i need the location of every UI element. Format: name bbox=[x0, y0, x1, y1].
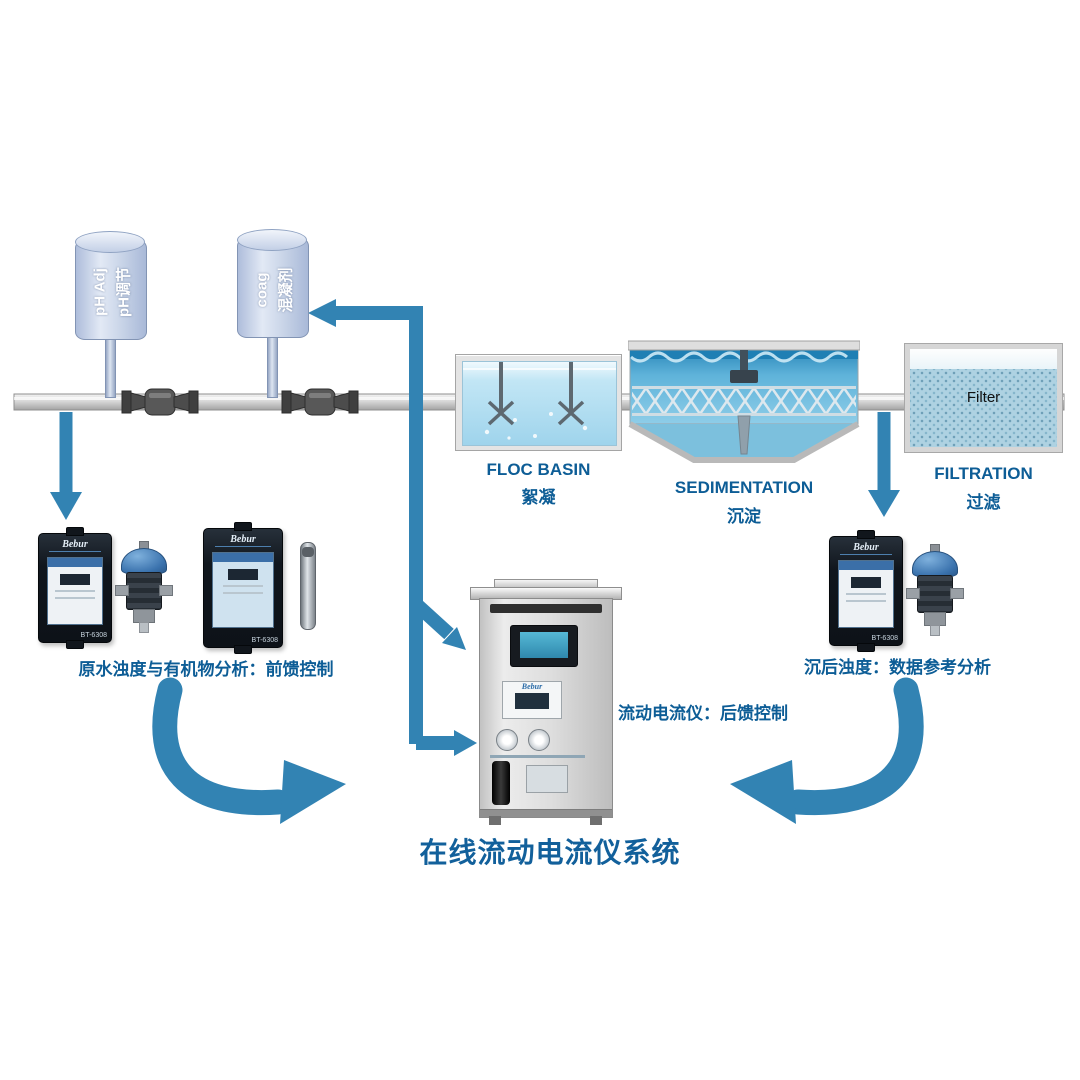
loop-arrow-right bbox=[730, 677, 924, 824]
controller-screen bbox=[47, 557, 103, 625]
diagram-title: 在线流动电流仪系统 bbox=[419, 837, 681, 868]
sedimentation-drive-box bbox=[730, 370, 758, 383]
filtration-label-zh: 过滤 bbox=[966, 493, 1001, 512]
turbidity-sensor-left bbox=[115, 541, 173, 633]
sedimentation-drive-shaft bbox=[740, 350, 748, 376]
sensor-body bbox=[917, 575, 953, 613]
streaming-current-cabinet: Bebur bbox=[479, 598, 613, 818]
ph-dosing-tank: pH Adj pH调节 bbox=[75, 231, 147, 340]
floc-mixers bbox=[463, 362, 616, 440]
controller-screen bbox=[212, 552, 274, 628]
sedimentation-label-en: SEDIMENTATION bbox=[674, 478, 814, 497]
cabinet-display-screen bbox=[520, 632, 568, 658]
model-label: BT-6308 bbox=[80, 632, 107, 639]
caption-feedback: 流动电流仪：后馈控制 bbox=[618, 704, 788, 723]
coag-tank-stem bbox=[267, 336, 278, 398]
coag-tank-label-zh: 混凝剂 bbox=[277, 267, 295, 313]
coag-tank-label-en: coag bbox=[253, 272, 271, 308]
caption-feedforward: 原水浊度与有机物分析：前馈控制 bbox=[78, 660, 334, 679]
mounting-ear bbox=[857, 530, 875, 539]
screen-line bbox=[846, 600, 886, 602]
sample-module bbox=[526, 765, 568, 793]
pipe-valve-right bbox=[281, 388, 359, 416]
sensor-nut bbox=[924, 612, 946, 626]
sensor-fitting-right bbox=[950, 588, 964, 599]
coagulant-dosing-tank: coag 混凝剂 bbox=[237, 229, 309, 338]
sample-arrow-left bbox=[50, 412, 82, 520]
model-label: BT-6308 bbox=[251, 637, 278, 644]
sensor-fitting-right bbox=[159, 585, 173, 596]
sensor-fitting-left bbox=[906, 588, 920, 599]
mounting-ear bbox=[66, 527, 84, 536]
cabinet-controller: Bebur bbox=[502, 681, 562, 719]
ph-tank-stem bbox=[105, 336, 116, 398]
sedimentation-label-zh: 沉淀 bbox=[727, 507, 761, 526]
mounting-ear bbox=[234, 522, 252, 531]
cabinet-leg-right bbox=[590, 816, 602, 825]
cabinet-vent bbox=[490, 604, 602, 613]
mounting-ear bbox=[66, 640, 84, 649]
screen-header bbox=[839, 561, 893, 570]
sensor-tip bbox=[139, 622, 149, 633]
floc-basin bbox=[455, 354, 622, 451]
sensor-tip bbox=[930, 625, 940, 636]
sensor-cap bbox=[912, 551, 958, 577]
feedback-pipe bbox=[308, 299, 477, 756]
screen-line bbox=[223, 592, 263, 594]
model-label: BT-6308 bbox=[871, 635, 898, 642]
pipe-valve-left bbox=[121, 388, 199, 416]
screen-header bbox=[213, 553, 273, 562]
filtration-tank: Filter bbox=[904, 343, 1063, 453]
brand-label: Bebur bbox=[521, 682, 543, 691]
sedimentation-pier bbox=[737, 415, 751, 455]
screen-line bbox=[55, 597, 95, 599]
sedimentation-tank bbox=[628, 340, 860, 463]
brand-label: Bebur bbox=[49, 539, 101, 552]
filter-supernatant bbox=[910, 349, 1057, 369]
tubing bbox=[490, 755, 585, 758]
mounting-ear bbox=[857, 643, 875, 652]
floc-basin-water bbox=[462, 361, 617, 446]
dosing-pump-2 bbox=[528, 729, 550, 751]
brand-label: Bebur bbox=[840, 542, 892, 555]
flow-cell-cylinder bbox=[492, 761, 510, 805]
cabinet-base bbox=[480, 809, 612, 817]
mounting-ear bbox=[234, 645, 252, 654]
sensor-cap bbox=[121, 548, 167, 574]
filter-media-label: Filter bbox=[966, 389, 1001, 406]
screen-reading bbox=[60, 574, 90, 585]
caption-reference: 沉后浊度：数据参考分析 bbox=[804, 658, 991, 677]
brand-label: Bebur bbox=[214, 534, 272, 547]
screen-line bbox=[846, 593, 886, 595]
dosing-pump-1 bbox=[496, 729, 518, 751]
turbidity-sensor-right bbox=[906, 544, 964, 636]
screen-reading bbox=[228, 569, 258, 580]
organics-probe bbox=[300, 542, 316, 630]
filtration-label-en: FILTRATION bbox=[934, 464, 1033, 483]
raw-water-controller-2: Bebur BT-6308 bbox=[203, 522, 283, 654]
cabinet-controller-screen bbox=[515, 693, 549, 709]
floc-basin-label-en: FLOC BASIN bbox=[486, 460, 591, 479]
screen-header bbox=[48, 558, 102, 567]
screen-line bbox=[55, 590, 95, 592]
settled-water-controller: Bebur BT-6308 bbox=[829, 530, 903, 652]
sample-arrow-right bbox=[868, 412, 900, 517]
screen-line bbox=[223, 585, 263, 587]
filter-media bbox=[910, 369, 1057, 447]
screen-reading bbox=[851, 577, 881, 588]
cabinet-leg-left bbox=[489, 816, 501, 825]
ph-tank-label-en: pH Adj bbox=[91, 268, 109, 317]
sensor-fitting-left bbox=[115, 585, 129, 596]
loop-arrow-left bbox=[152, 677, 346, 824]
controller-screen bbox=[838, 560, 894, 628]
sensor-nut bbox=[133, 609, 155, 623]
cabinet-display bbox=[510, 625, 578, 667]
ph-tank-label-zh: pH调节 bbox=[115, 267, 133, 318]
floc-basin-label-zh: 絮凝 bbox=[521, 488, 556, 507]
sensor-body bbox=[126, 572, 162, 610]
raw-water-controller-1: Bebur BT-6308 bbox=[38, 527, 112, 649]
